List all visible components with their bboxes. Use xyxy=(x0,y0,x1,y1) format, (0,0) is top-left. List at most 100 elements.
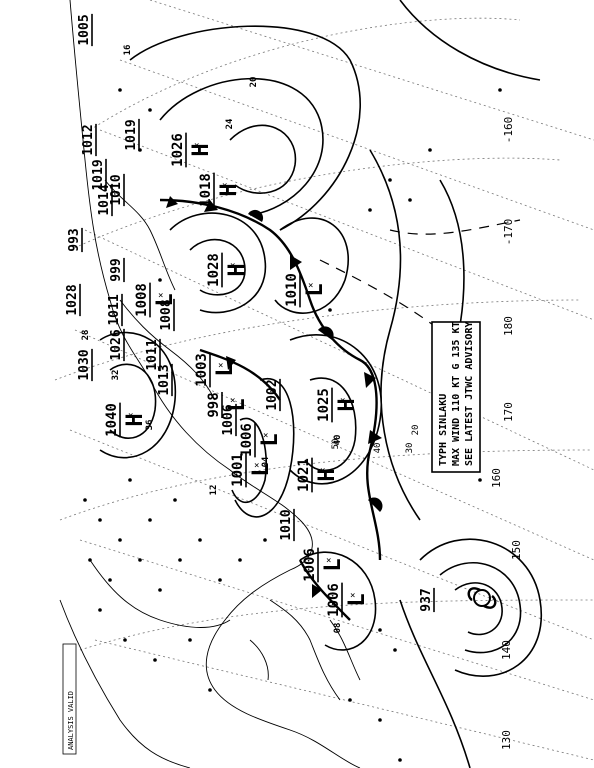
low-center-letter: L xyxy=(153,293,178,306)
longitude-label: 180 xyxy=(502,316,515,336)
center-mark-icon: × xyxy=(254,461,259,471)
typhoon-advisory-box: TYPH SINLAKU MAX WIND 110 KT G 135 KT SE… xyxy=(431,321,481,473)
pressure-label: 1028 xyxy=(65,284,80,315)
high-center-letter: H xyxy=(225,263,250,276)
low-center-pressure: 998 xyxy=(206,392,222,417)
center-mark-icon: × xyxy=(230,261,235,271)
high-center-letter: H xyxy=(189,143,214,156)
latitude-label: 30 xyxy=(405,443,415,454)
center-mark-icon: × xyxy=(194,141,199,151)
high-center-pressure: 1021 xyxy=(296,458,312,492)
high-center-letter: H xyxy=(217,183,242,196)
footer-note: ANALYSIS VALID xyxy=(62,643,77,755)
isobar-label: 12 xyxy=(209,485,219,496)
pressure-label: 1026 xyxy=(109,329,124,360)
low-center-pressure: 1008 xyxy=(134,283,150,317)
pressure-label: 1030 xyxy=(77,349,92,380)
pressure-label: 1011 xyxy=(145,339,160,370)
longitude-label: -160 xyxy=(502,117,515,144)
pressure-label: 937 xyxy=(419,588,434,611)
pressure-label: 1008 xyxy=(159,299,174,330)
isobar-label: 28 xyxy=(81,330,91,341)
pressure-label: 1019 xyxy=(91,159,106,190)
isobar-label: 36 xyxy=(145,420,155,431)
center-mark-icon: × xyxy=(230,396,235,406)
center-mark-icon: × xyxy=(308,281,313,291)
low-center-letter: L xyxy=(303,283,328,296)
graticule xyxy=(54,0,594,761)
low-center-letter: L xyxy=(321,558,346,571)
center-mark-icon: × xyxy=(326,556,331,566)
center-mark-icon: × xyxy=(218,361,223,371)
low-center-pressure: 1003 xyxy=(194,353,210,387)
isobar-labels: 16 20 24 28 32 36 40 12 08 04 xyxy=(81,45,343,634)
center-mark-icon: × xyxy=(128,411,133,421)
pressure-label: 1013 xyxy=(157,364,172,395)
isobars xyxy=(99,0,543,768)
low-center-letter: L xyxy=(258,433,283,446)
low-center-letter: L xyxy=(249,463,274,476)
pressure-label: 1002 xyxy=(265,379,280,410)
footer-note-text: ANALYSIS VALID xyxy=(67,691,75,750)
high-center-pressure: 1040 xyxy=(104,403,120,437)
longitude-label: 150 xyxy=(510,540,523,560)
high-center-letter: H xyxy=(315,468,340,481)
pressure-labels: 1005101210191014101010199939991011102810… xyxy=(65,13,435,613)
pressure-label: 1010 xyxy=(109,174,124,205)
isobar-label: 20 xyxy=(249,77,259,88)
pressure-label: 999 xyxy=(109,258,124,281)
high-center-letter: H xyxy=(335,398,360,411)
isobar-label: 24 xyxy=(225,118,235,129)
isobar-label: 32 xyxy=(111,370,121,381)
advisory-line-2: MAX WIND 110 KT G 135 KT xyxy=(451,322,462,467)
center-mark-icon: × xyxy=(350,591,355,601)
isobar-label: 40 xyxy=(333,435,343,446)
pressure-label: 1006 xyxy=(221,404,236,435)
longitude-label: 160 xyxy=(490,468,503,488)
low-center-letter: L xyxy=(213,363,238,376)
low-center-letter: L xyxy=(225,398,250,411)
pressure-label: 1014 xyxy=(97,184,112,215)
advisory-line-3: SEE LATEST JTWC ADVISORY xyxy=(464,322,475,467)
high-center-pressure: 1026 xyxy=(170,133,186,167)
center-mark-icon: × xyxy=(320,466,325,476)
station-plots xyxy=(83,88,502,762)
low-center-letter: L xyxy=(345,593,370,606)
pressure-label: 993 xyxy=(67,228,82,251)
longitude-label: 140 xyxy=(500,640,513,660)
isobar-label: 04 xyxy=(261,456,271,467)
pressure-label: 1010 xyxy=(279,509,294,540)
high-center-pressure: 1025 xyxy=(316,388,332,422)
longitude-labels: -160 -170 180 170 160 150 140 130 xyxy=(490,117,523,750)
longitude-label: 170 xyxy=(502,402,515,422)
center-mark-icon: × xyxy=(263,431,268,441)
pressure-label: 1005 xyxy=(77,14,92,45)
pressure-label: 1011 xyxy=(107,294,122,325)
low-center-pressure: 1006 xyxy=(302,548,318,582)
latitude-label: 20 xyxy=(411,425,421,436)
low-center-pressure: 1006 xyxy=(239,423,255,457)
latitude-label: 50 xyxy=(331,439,341,450)
center-mark-icon: × xyxy=(340,396,345,406)
longitude-label: 130 xyxy=(500,730,513,750)
pressure-label: 1019 xyxy=(124,119,139,150)
high-center-letter: H xyxy=(123,413,148,426)
high-center-pressure: 1028 xyxy=(206,253,222,287)
isobar-label: 16 xyxy=(123,45,133,56)
low-center-pressure: 1001 xyxy=(230,453,246,487)
low-center-pressure: 1010 xyxy=(284,273,300,307)
advisory-line-1: TYPH SINLAKU xyxy=(438,394,449,466)
isobar-label: 08 xyxy=(333,623,343,634)
pressure-label: 1012 xyxy=(81,124,96,155)
fronts xyxy=(159,196,521,621)
center-mark-icon: × xyxy=(158,291,163,301)
high-center-pressure: 1018 xyxy=(198,173,214,207)
center-mark-icon: × xyxy=(222,181,227,191)
low-center-pressure: 1006 xyxy=(326,583,342,617)
latitude-label: 40 xyxy=(373,443,383,454)
longitude-label: -170 xyxy=(502,219,515,246)
typhoon-symbol xyxy=(467,587,497,609)
